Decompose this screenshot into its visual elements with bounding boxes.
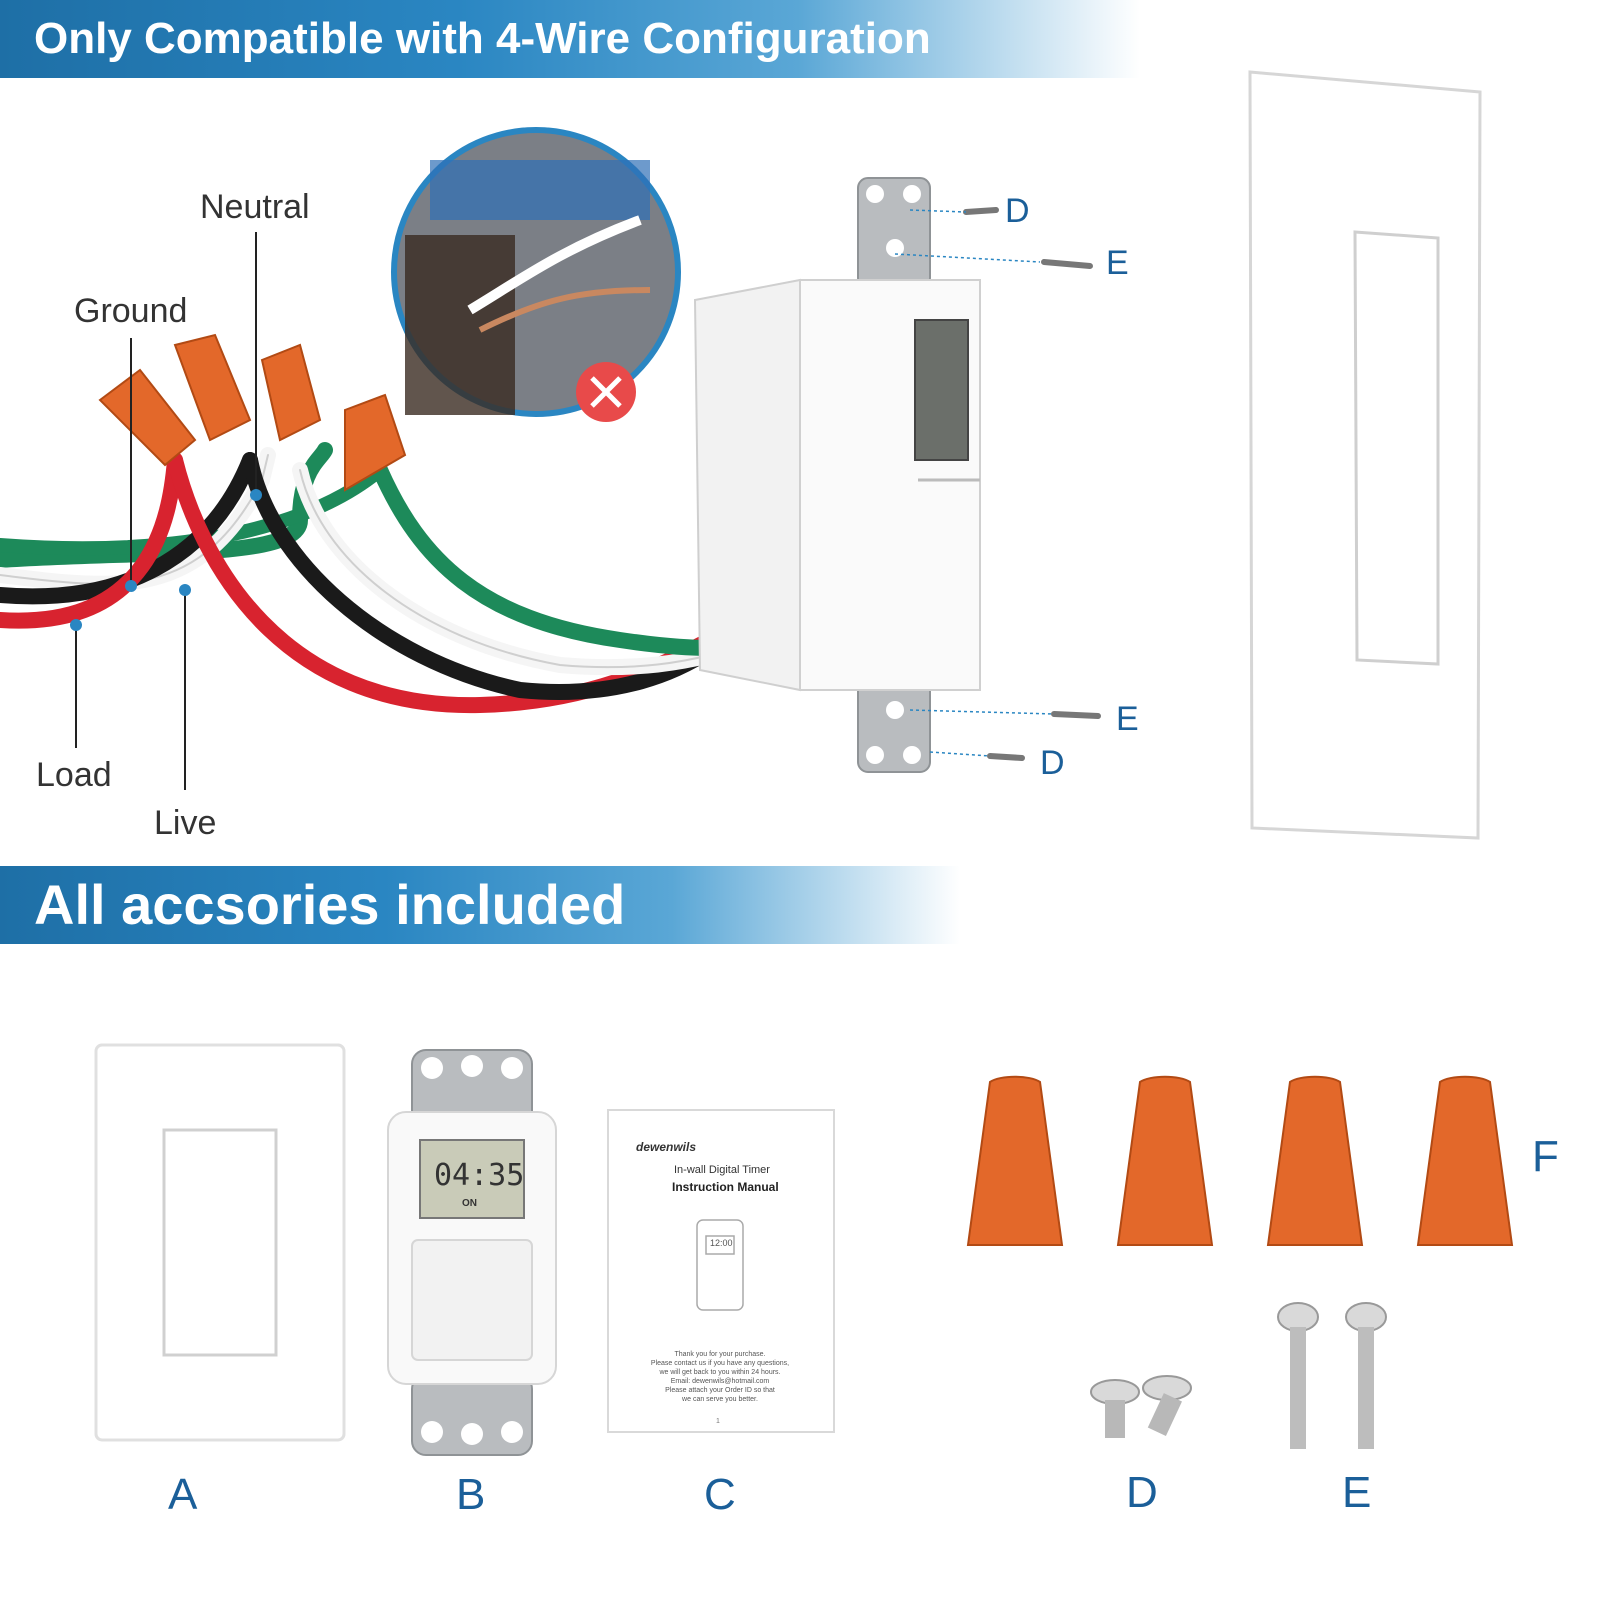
accessory-f-label: F <box>1532 1132 1559 1181</box>
screws-top <box>963 207 1101 761</box>
accessory-screws-e <box>1277 1302 1387 1449</box>
screw-d-bottom-label: D <box>1040 744 1065 782</box>
timer-display-time: 04:35 <box>434 1158 525 1193</box>
wrong-wiring-inset <box>391 127 681 422</box>
manual-line: we will get back to you within 24 hours. <box>659 1369 781 1376</box>
wall-plate-large <box>1248 70 1482 840</box>
manual-display: 12:00 <box>710 1238 733 1248</box>
screw-d-top-label: D <box>1005 192 1030 230</box>
manual-line: we can serve you better. <box>682 1396 758 1403</box>
accessory-screws-d <box>1090 1375 1192 1438</box>
wires <box>0 442 720 714</box>
accessory-timer-switch <box>387 1049 557 1456</box>
accessory-b-label: B <box>456 1470 486 1519</box>
screw-e-bottom-label: E <box>1116 700 1139 738</box>
neutral-label: Neutral <box>200 188 310 226</box>
timer-switch-side <box>693 177 981 773</box>
accessory-a-label: A <box>168 1470 198 1519</box>
screw-e-top-label: E <box>1106 244 1129 282</box>
accessories-banner-text: All accsories included <box>34 873 626 936</box>
compatibility-banner-text: Only Compatible with 4-Wire Configuratio… <box>34 14 931 63</box>
timer-display-on: ON <box>462 1198 477 1209</box>
accessory-wire-connectors <box>966 1075 1514 1246</box>
manual-title: Instruction Manual <box>672 1180 779 1194</box>
compatibility-banner: Only Compatible with 4-Wire Configuratio… <box>0 0 1140 78</box>
manual-line: Email: dewenwils@hotmail.com <box>670 1378 770 1385</box>
accessory-e-label: E <box>1342 1468 1372 1517</box>
manual-line: Please contact us if you have any questi… <box>650 1360 790 1367</box>
accessories-banner: All accsories included <box>0 866 960 944</box>
ground-label: Ground <box>74 292 188 330</box>
accessory-d-label: D <box>1126 1468 1158 1517</box>
manual-line: Thank you for your purchase. <box>674 1351 766 1358</box>
manual-line: Please attach your Order ID so that <box>665 1387 775 1394</box>
manual-page-number: 1 <box>716 1418 720 1425</box>
accessory-wall-plate <box>94 1043 346 1442</box>
live-label: Live <box>154 804 217 842</box>
wire-leader-lines <box>75 232 257 790</box>
manual-text: Thank you for your purchase. Please cont… <box>640 1350 800 1404</box>
accessory-c-label: C <box>704 1470 736 1519</box>
manual-brand: dewenwils <box>636 1140 697 1154</box>
manual-subtitle: In-wall Digital Timer <box>674 1164 770 1176</box>
wire-connectors-top <box>98 333 407 492</box>
load-label: Load <box>36 756 112 794</box>
accessory-manual <box>607 1109 835 1433</box>
